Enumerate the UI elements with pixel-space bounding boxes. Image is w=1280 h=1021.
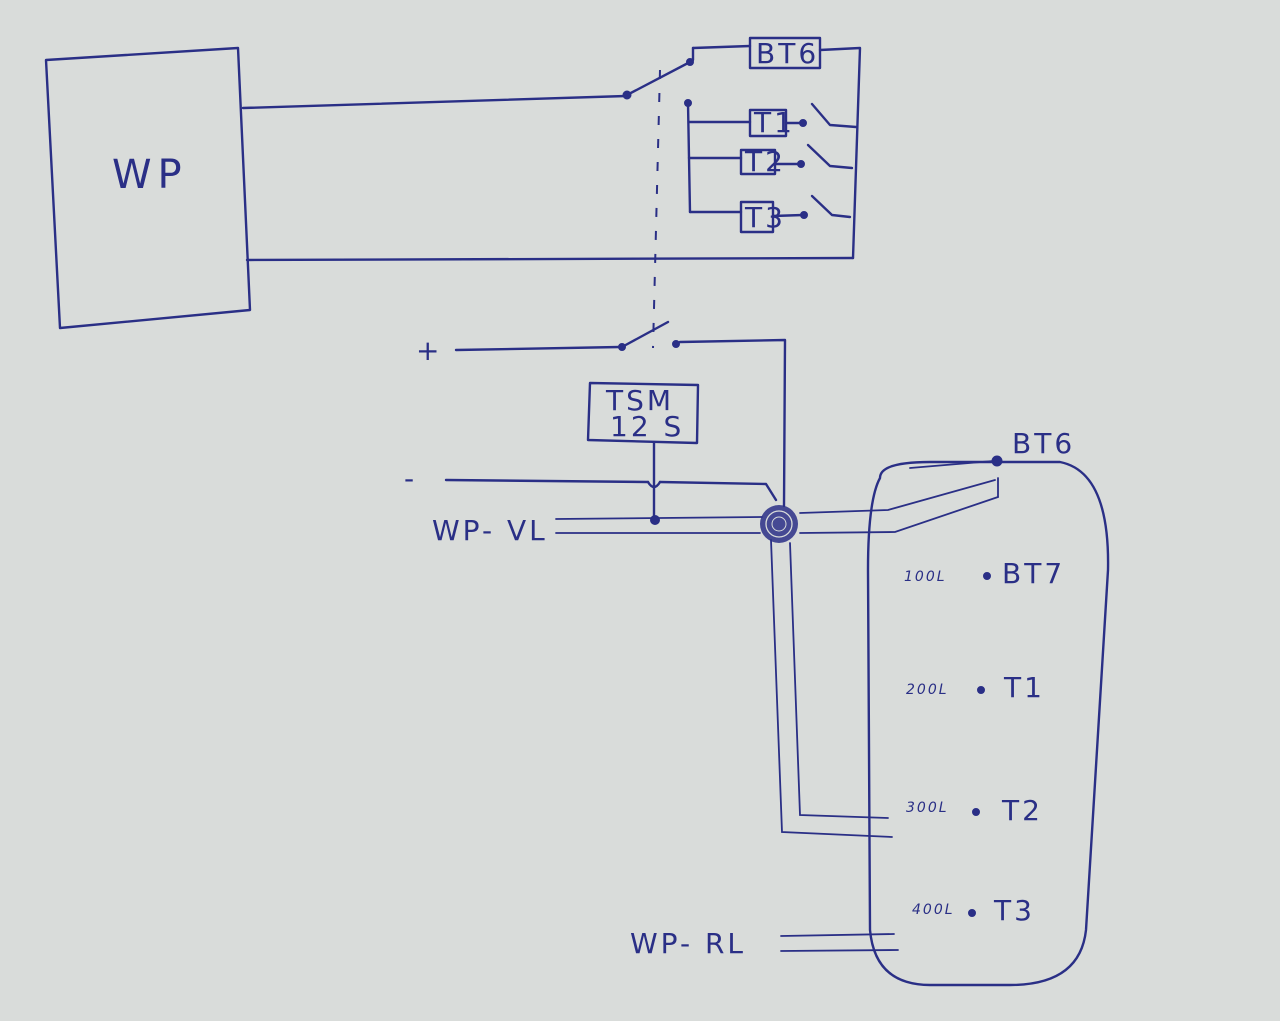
return-label: WP- RL [630,927,746,960]
svg-text:300L: 300L [906,800,949,816]
tank-level-200l: 200L T1 [906,671,1045,704]
storage-tank: BT6 100L BT7 200L T1 300L T2 400L T3 [866,427,1110,987]
svg-text:BT7: BT7 [1002,557,1065,590]
sensor-box-t3: T3 [688,194,852,234]
controller-tsm-12s: TSM 12 S [586,381,700,522]
control-wire-bottom [245,256,855,262]
tank-feed-pipe [770,539,893,838]
svg-text:TSM: TSM [605,384,674,417]
svg-text:100L: 100L [904,569,947,585]
minus-label: - [404,462,417,495]
heat-pump-label: WP [112,152,188,198]
svg-text:T3: T3 [993,894,1035,927]
svg-text:T2: T2 [744,145,786,178]
selector-switch [622,44,752,214]
svg-text:12 S: 12 S [610,410,684,443]
power-switch: + [416,320,787,508]
sensor-box-t1: T1 [687,102,858,139]
plus-label: + [416,334,442,367]
tank-level-400l: 400L T3 [912,894,1035,927]
svg-text:200L: 200L [906,682,949,698]
svg-text:T1: T1 [1003,671,1045,704]
supply-label: WP- VL [432,514,548,547]
svg-text:T2: T2 [1001,794,1043,827]
svg-text:T3: T3 [744,201,786,234]
svg-text:400L: 400L [912,902,955,918]
heat-pump-unit: WP [44,46,252,330]
tank-top-sensor-label: BT6 [1012,427,1075,460]
mechanical-link [652,69,661,349]
pipe-junction [760,505,798,543]
sensor-box-bt6: BT6 [748,36,862,260]
supply-pipe: WP- VL [432,477,999,547]
return-pipe: WP- RL [630,927,899,960]
tank-level-300l: 300L T2 [906,794,1043,827]
minus-line: - [404,462,778,502]
sensor-box-t2: T2 [687,143,854,178]
svg-text:BT6: BT6 [756,37,819,70]
tank-level-100l: 100L BT7 [904,557,1065,590]
control-wire-top [241,94,628,110]
